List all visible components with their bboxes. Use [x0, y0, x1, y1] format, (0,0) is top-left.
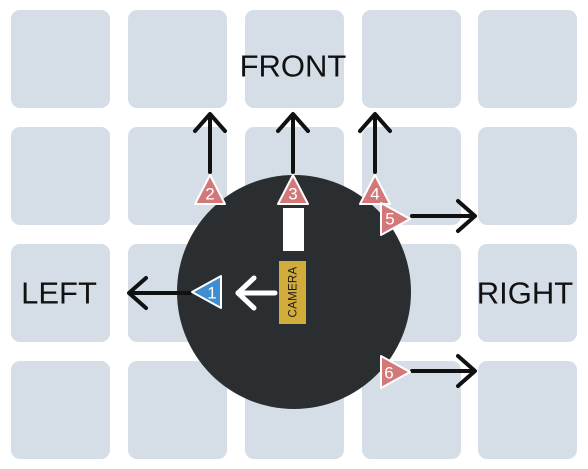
- sensor-6-number: 6: [384, 364, 393, 383]
- left-label: LEFT: [21, 276, 97, 311]
- camera-label: CAMERA: [288, 266, 300, 317]
- camera-view-arrow: [235, 275, 278, 311]
- sensor-1-number: 1: [207, 284, 216, 303]
- sensor-2-number: 2: [205, 185, 214, 204]
- sensor-5-triangle: [380, 202, 411, 236]
- grid-tile: [478, 127, 577, 225]
- sensor-6-arrow: [410, 354, 477, 388]
- sensor-1-arrow: [127, 276, 192, 310]
- front-marker-bar: [283, 208, 304, 251]
- sensor-3: 3: [277, 174, 309, 205]
- sensors: 1 2 3 4 5 6: [191, 174, 411, 389]
- grid-tile: [11, 244, 110, 342]
- sensor-2-triangle: [194, 174, 226, 205]
- sensor-3-arrow: [276, 112, 310, 174]
- sensor-2-arrow: [193, 112, 227, 174]
- sensor-4-number: 4: [370, 185, 379, 204]
- sensor-1-triangle: [191, 275, 222, 309]
- camera-module: CAMERA: [279, 261, 306, 324]
- grid-tile: [245, 10, 344, 108]
- sensor-3-number: 3: [288, 185, 297, 204]
- sensor-5: 5: [380, 202, 411, 236]
- grid-tile: [478, 10, 577, 108]
- sensor-5-arrow: [410, 199, 477, 233]
- sensor-1: 1: [191, 275, 222, 309]
- grid-tile: [11, 10, 110, 108]
- sensor-direction-arrows: [127, 112, 477, 388]
- sensor-5-number: 5: [385, 210, 394, 229]
- grid-tile: [128, 10, 227, 108]
- right-label: RIGHT: [477, 276, 574, 311]
- grid-tile: [11, 127, 110, 225]
- sensor-6: 6: [380, 355, 411, 389]
- sensor-4: 4: [359, 174, 391, 205]
- grid-tile: [362, 361, 461, 459]
- grid-tile: [11, 361, 110, 459]
- sensor-3-triangle: [277, 174, 309, 205]
- sensor-6-triangle: [380, 355, 411, 389]
- grid-tile: [128, 361, 227, 459]
- sensor-2: 2: [194, 174, 226, 205]
- grid-tile: [478, 361, 577, 459]
- sensor-4-triangle: [359, 174, 391, 205]
- camera-box: [279, 261, 306, 324]
- grid-tile: [478, 244, 577, 342]
- grid-tile: [362, 10, 461, 108]
- sensor-4-arrow: [358, 112, 392, 174]
- front-label: FRONT: [240, 49, 347, 84]
